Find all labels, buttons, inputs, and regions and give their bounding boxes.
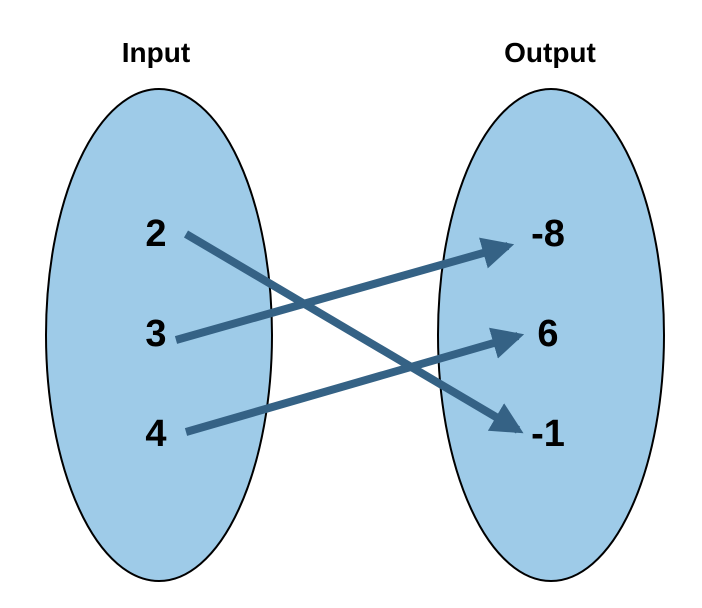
output-set-title: Output <box>504 37 596 68</box>
output-set-oval <box>437 88 665 582</box>
input-value-3: 3 <box>145 313 166 355</box>
arrow-4-to-6 <box>184 327 525 436</box>
input-value-4: 4 <box>145 413 166 455</box>
input-set-title: Input <box>122 37 190 68</box>
output-value-neg1: -1 <box>531 413 565 455</box>
output-value-6: 6 <box>537 313 558 355</box>
input-value-2: 2 <box>145 213 166 255</box>
arrow-3-to-neg8 <box>174 237 515 344</box>
arrow-2-to-neg1 <box>183 230 524 434</box>
input-set-oval <box>45 88 273 582</box>
output-value-neg8: -8 <box>531 213 565 255</box>
